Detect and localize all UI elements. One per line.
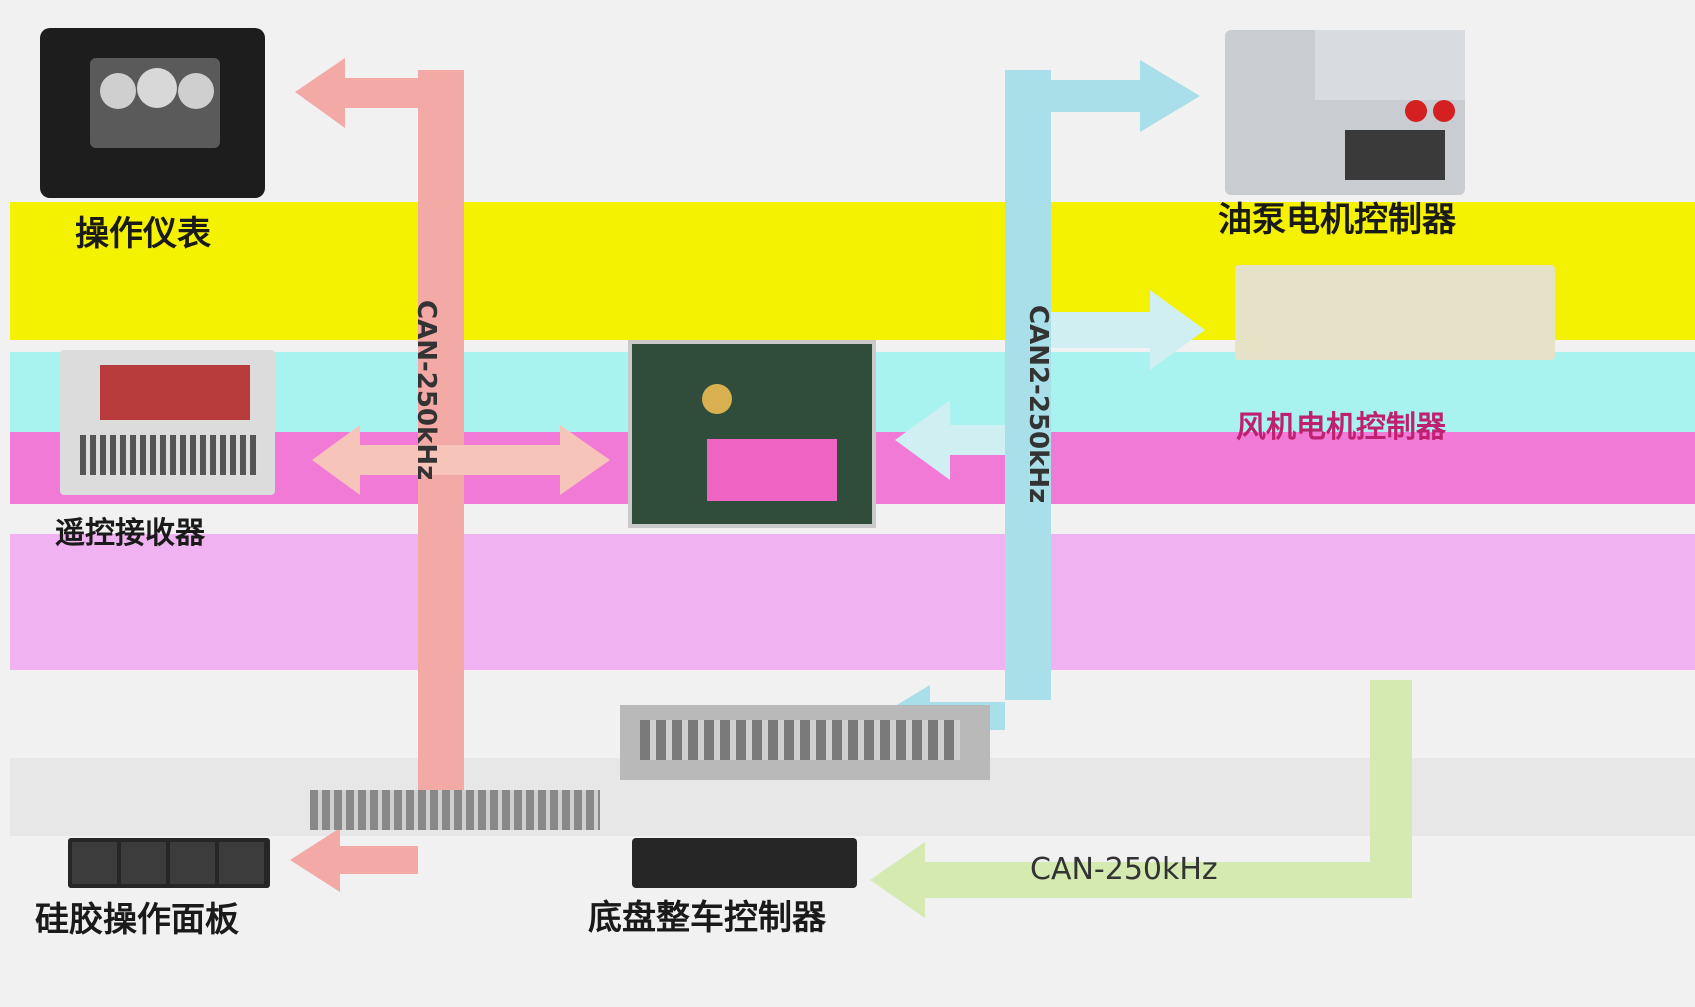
- arrow-to-fan: [1051, 290, 1205, 370]
- bottom-right-riser: [1370, 680, 1412, 898]
- gateway-module-icon: [628, 340, 876, 528]
- instrument-label: 操作仪表: [75, 214, 211, 254]
- arrow-bottom-can: [870, 842, 1412, 918]
- left-bus-line: [418, 70, 464, 800]
- panel-cable: [310, 790, 600, 830]
- dashboard-display-icon: [40, 28, 265, 198]
- fan-controller-label: 风机电机控制器: [1236, 410, 1446, 445]
- pink-band: [10, 534, 1695, 670]
- vehicle-controller-icon: [620, 705, 990, 780]
- oil-pump-controller-label: 油泵电机控制器: [1218, 200, 1456, 240]
- remote-receiver-label: 遥控接收器: [55, 516, 205, 551]
- can-bottom-label: CAN-250kHz: [1030, 852, 1218, 887]
- can-left-label: CAN-250kHz: [411, 300, 441, 481]
- motor-controller-board-icon: [1235, 265, 1555, 360]
- arrow-to-instrument: [295, 58, 418, 128]
- right-bus-line: [1005, 70, 1051, 700]
- arrow-to-oil-pump: [1051, 60, 1200, 132]
- vehicle-controller-label: 底盘整车控制器: [588, 898, 826, 938]
- keypad-panel-icon: [68, 838, 270, 888]
- vehicle-controller-connector: [632, 838, 857, 888]
- arrow-receiver-gateway: [312, 425, 610, 495]
- panel-label: 硅胶操作面板: [35, 900, 239, 940]
- arrow-to-panel: [290, 828, 418, 892]
- receiver-module-icon: [60, 350, 275, 495]
- arrow-to-gateway: [895, 400, 1005, 480]
- can-right-label: CAN2-250kHz: [1023, 305, 1053, 504]
- motor-controller-box-icon: [1225, 30, 1465, 195]
